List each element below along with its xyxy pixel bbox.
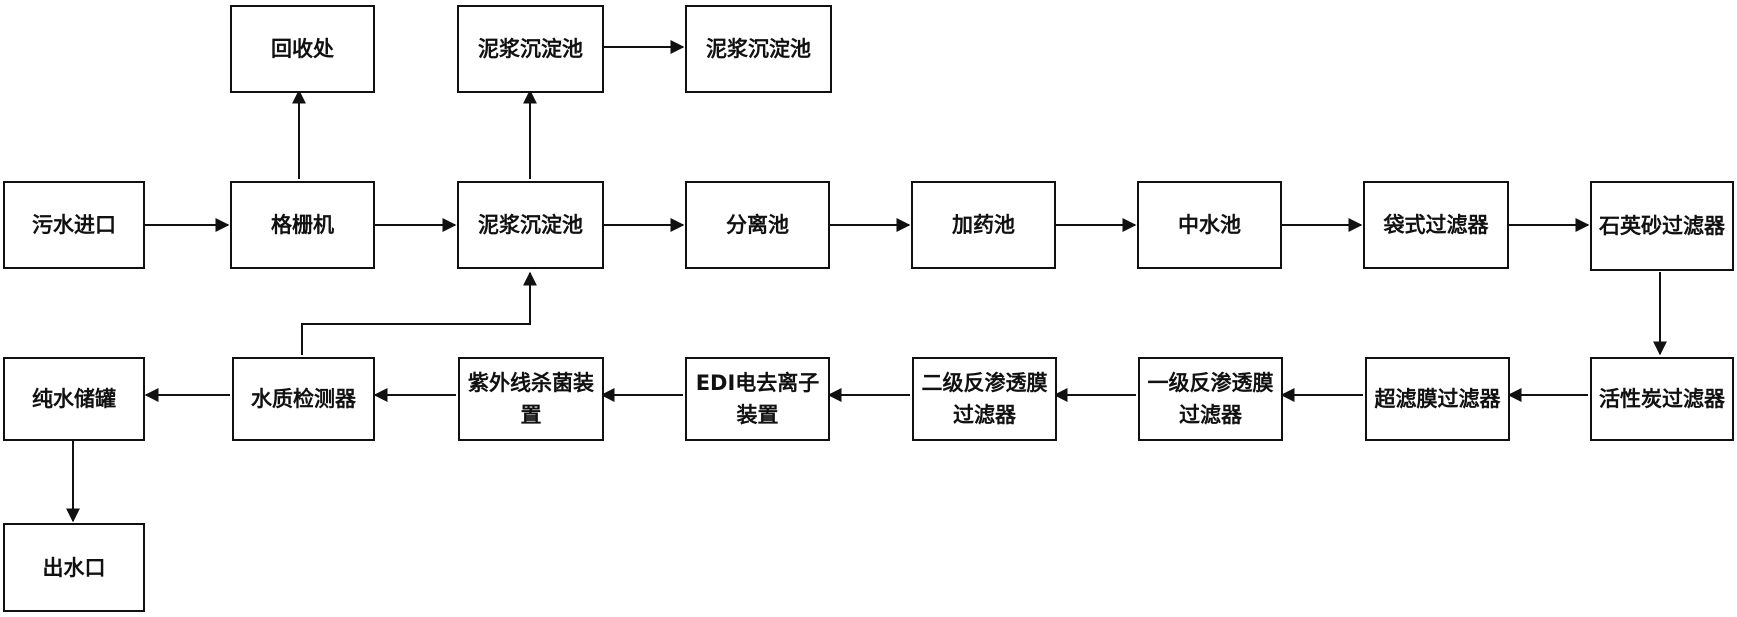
sewage-inlet-node: 污水进口 <box>3 181 145 269</box>
pure-water-tank-node: 纯水储罐 <box>3 357 145 441</box>
sludge-tank-top-2-node: 泥浆沉淀池 <box>685 5 832 93</box>
bag-filter-node: 袋式过滤器 <box>1363 181 1509 269</box>
water-quality-detector-node: 水质检测器 <box>232 357 375 441</box>
recovery-station-node: 回收处 <box>230 5 375 93</box>
arrow-detector-to-sludge-feedback <box>301 271 537 355</box>
edi-unit-node: EDI电去离子装置 <box>685 357 830 441</box>
sludge-tank-main-node: 泥浆沉淀池 <box>457 181 604 269</box>
uv-sterilizer-node: 紫外线杀菌装置 <box>458 357 604 441</box>
activated-carbon-filter-node: 活性炭过滤器 <box>1590 357 1734 441</box>
reclaimed-water-tank-node: 中水池 <box>1137 181 1282 269</box>
quartz-sand-filter-node: 石英砂过滤器 <box>1590 181 1734 271</box>
ro-stage2-filter-node: 二级反渗透膜过滤器 <box>912 357 1057 441</box>
sludge-tank-top-1-node: 泥浆沉淀池 <box>457 5 604 93</box>
separation-tank-node: 分离池 <box>685 181 830 269</box>
grating-machine-node: 格栅机 <box>230 181 375 269</box>
water-outlet-node: 出水口 <box>3 523 145 612</box>
ro-stage1-filter-node: 一级反渗透膜过滤器 <box>1138 357 1283 441</box>
dosing-tank-node: 加药池 <box>911 181 1056 269</box>
ultrafiltration-filter-node: 超滤膜过滤器 <box>1365 357 1510 441</box>
